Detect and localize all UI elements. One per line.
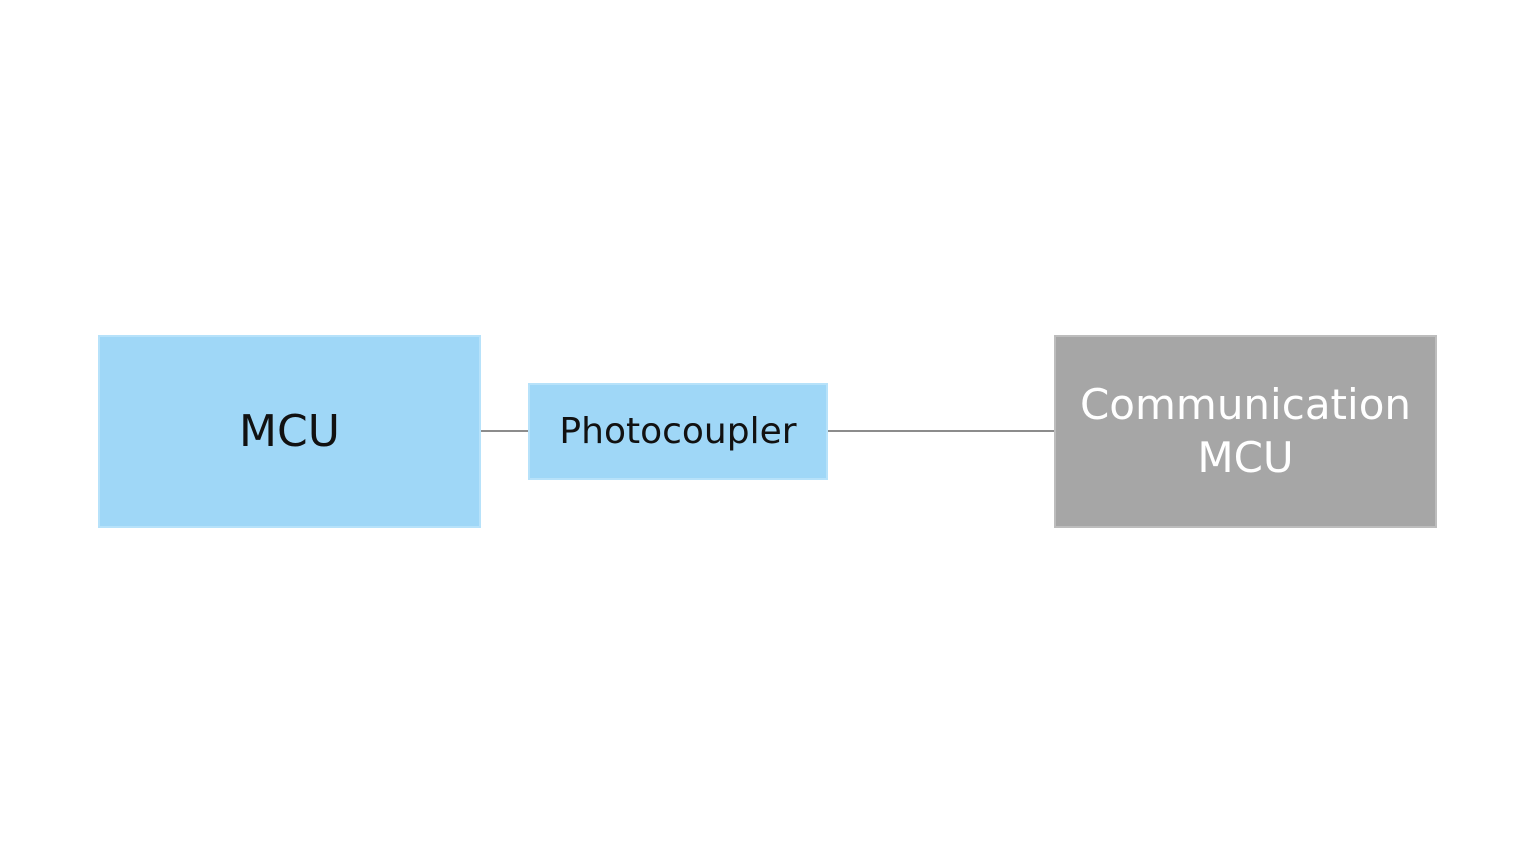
communication-mcu-label-line-2: MCU — [1197, 432, 1294, 482]
mcu-block: MCU — [98, 335, 481, 528]
communication-mcu-label-line-1: Communication — [1079, 380, 1412, 429]
connector-photocoupler-communication-mcu — [828, 430, 1056, 432]
photocoupler-label: Photocoupler — [559, 411, 797, 452]
connector-mcu-photocoupler — [480, 430, 530, 432]
mcu-label: MCU — [239, 406, 340, 457]
photocoupler-block: Photocoupler — [528, 383, 828, 480]
communication-mcu-block: Communication MCU — [1054, 335, 1437, 528]
